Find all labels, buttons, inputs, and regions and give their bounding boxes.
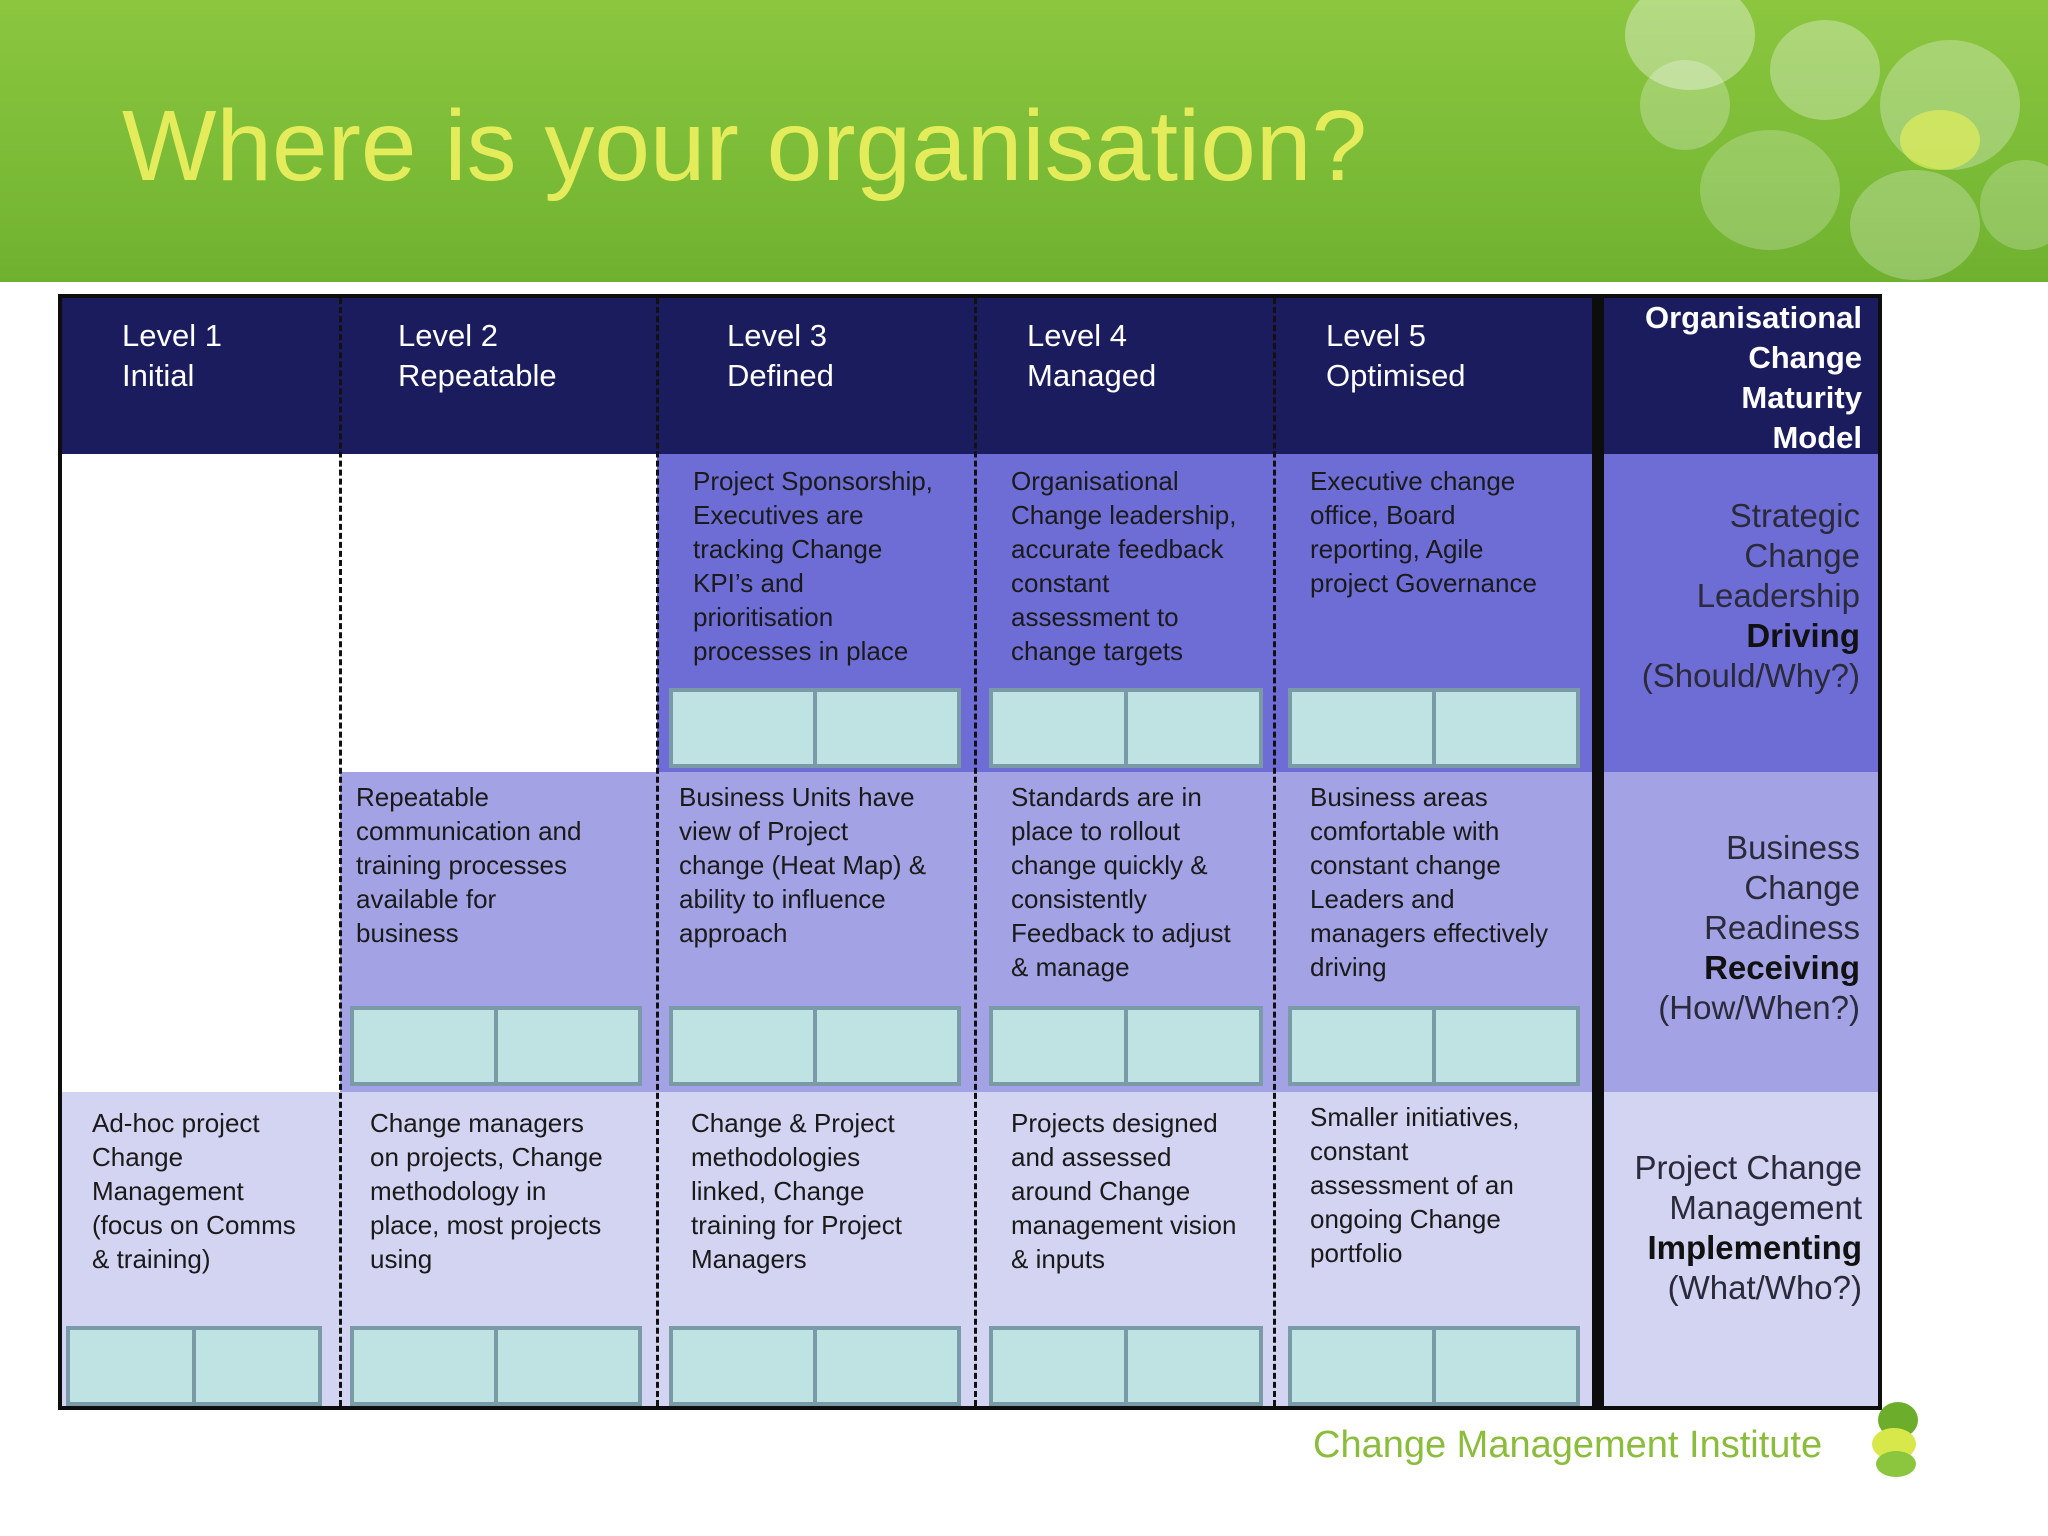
level-5-strategic-cell: Executive change office, Board reporting…	[1274, 454, 1592, 772]
level-3-project-text: Change & Project methodologies linked, C…	[691, 1108, 902, 1274]
level-2-business-text: Repeatable communication and training pr…	[356, 782, 582, 948]
level-1-label: Level 1 Initial	[122, 318, 222, 393]
level-3-label: Level 3 Defined	[727, 318, 834, 393]
column-divider	[656, 298, 659, 1406]
level-4-column: Level 4 Managed Organisational Change le…	[975, 298, 1274, 1406]
decorative-bokeh	[1900, 110, 1980, 170]
level-5-header: Level 5 Optimised	[1274, 298, 1592, 454]
level-4-project-text: Projects designed and assessed around Ch…	[1011, 1108, 1237, 1274]
legend-strategic-text: Strategic Change Leadership Driving (Sho…	[1641, 497, 1860, 694]
level-4-business-cell: Standards are in place to rollout change…	[975, 772, 1274, 1092]
level-4-label: Level 4 Managed	[1027, 318, 1157, 393]
leaf-logo-icon	[1872, 1402, 1918, 1477]
assessment-boxes[interactable]	[1288, 1326, 1580, 1406]
assessment-boxes[interactable]	[1288, 688, 1580, 768]
level-4-business-text: Standards are in place to rollout change…	[1011, 782, 1231, 982]
decorative-bokeh	[1980, 160, 2048, 250]
maturity-model-grid: Level 1 Initial Ad-hoc project Change Ma…	[58, 294, 1598, 1410]
level-4-header: Level 4 Managed	[975, 298, 1274, 454]
level-3-strategic-text: Project Sponsorship, Executives are trac…	[693, 466, 933, 666]
level-5-project-cell: Smaller initiatives, constant assessment…	[1274, 1092, 1592, 1406]
decorative-bokeh	[1770, 20, 1880, 120]
assessment-boxes[interactable]	[669, 688, 961, 768]
legend-project-text: Project Change Management Implementing (…	[1634, 1149, 1862, 1306]
level-3-strategic-cell: Project Sponsorship, Executives are trac…	[657, 454, 975, 772]
level-2-project-text: Change managers on projects, Change meth…	[370, 1108, 603, 1274]
level-3-business-text: Business Units have view of Project chan…	[679, 782, 927, 948]
assessment-boxes[interactable]	[1288, 1006, 1580, 1086]
level-3-header: Level 3 Defined	[657, 298, 975, 454]
legend-strategic: Strategic Change Leadership Driving (Sho…	[1604, 454, 1878, 772]
legend-business: Business Change Readiness Receiving (How…	[1604, 772, 1878, 1092]
legend-project: Project Change Management Implementing (…	[1604, 1092, 1878, 1406]
assessment-boxes[interactable]	[989, 1006, 1263, 1086]
level-1-business-cell	[62, 772, 340, 1092]
level-5-project-text: Smaller initiatives, constant assessment…	[1310, 1102, 1520, 1268]
level-2-label: Level 2 Repeatable	[398, 318, 557, 393]
decorative-bokeh	[1625, 0, 1755, 90]
level-1-project-cell: Ad-hoc project Change Management (focus …	[62, 1092, 340, 1406]
assessment-boxes[interactable]	[66, 1326, 322, 1406]
column-divider	[1273, 298, 1276, 1406]
level-3-column: Level 3 Defined Project Sponsorship, Exe…	[657, 298, 975, 1406]
level-5-column: Level 5 Optimised Executive change offic…	[1274, 298, 1592, 1406]
level-3-project-cell: Change & Project methodologies linked, C…	[657, 1092, 975, 1406]
column-divider	[339, 298, 342, 1406]
legend-business-text: Business Change Readiness Receiving (How…	[1658, 829, 1860, 1026]
level-3-business-cell: Business Units have view of Project chan…	[657, 772, 975, 1092]
organisation-name: Change Management Institute	[1313, 1424, 1823, 1466]
level-5-business-text: Business areas comfortable with constant…	[1310, 782, 1548, 982]
level-5-strategic-text: Executive change office, Board reporting…	[1310, 466, 1537, 598]
level-4-strategic-text: Organisational Change leadership, accura…	[1011, 466, 1237, 666]
legend-header: Organisational Change Maturity Model	[1604, 298, 1878, 455]
column-divider	[974, 298, 977, 1406]
assessment-boxes[interactable]	[989, 1326, 1263, 1406]
level-2-business-cell: Repeatable communication and training pr…	[340, 772, 657, 1092]
level-1-header: Level 1 Initial	[62, 298, 340, 454]
model-title: Organisational Change Maturity Model	[1644, 300, 1862, 455]
level-2-header: Level 2 Repeatable	[340, 298, 657, 454]
level-2-strategic-cell	[340, 454, 657, 772]
level-5-label: Level 5 Optimised	[1326, 318, 1466, 393]
assessment-boxes[interactable]	[350, 1326, 642, 1406]
decorative-bokeh	[1640, 60, 1730, 150]
level-5-business-cell: Business areas comfortable with constant…	[1274, 772, 1592, 1092]
assessment-boxes[interactable]	[350, 1006, 642, 1086]
level-4-strategic-cell: Organisational Change leadership, accura…	[975, 454, 1274, 772]
decorative-bokeh	[1700, 130, 1840, 250]
assessment-boxes[interactable]	[669, 1006, 961, 1086]
decorative-bokeh	[1850, 170, 1980, 280]
level-2-project-cell: Change managers on projects, Change meth…	[340, 1092, 657, 1406]
assessment-boxes[interactable]	[989, 688, 1263, 768]
level-1-project-text: Ad-hoc project Change Management (focus …	[92, 1108, 296, 1274]
level-1-strategic-cell	[62, 454, 340, 772]
header-band: Where is your organisation?	[0, 0, 2048, 282]
level-4-project-cell: Projects designed and assessed around Ch…	[975, 1092, 1274, 1406]
assessment-boxes[interactable]	[669, 1326, 961, 1406]
level-1-column: Level 1 Initial Ad-hoc project Change Ma…	[62, 298, 340, 1406]
maturity-model-legend: Organisational Change Maturity Model Str…	[1598, 294, 1882, 1410]
page-title: Where is your organisation?	[122, 90, 1368, 202]
level-2-column: Level 2 Repeatable Repeatable communicat…	[340, 298, 657, 1406]
